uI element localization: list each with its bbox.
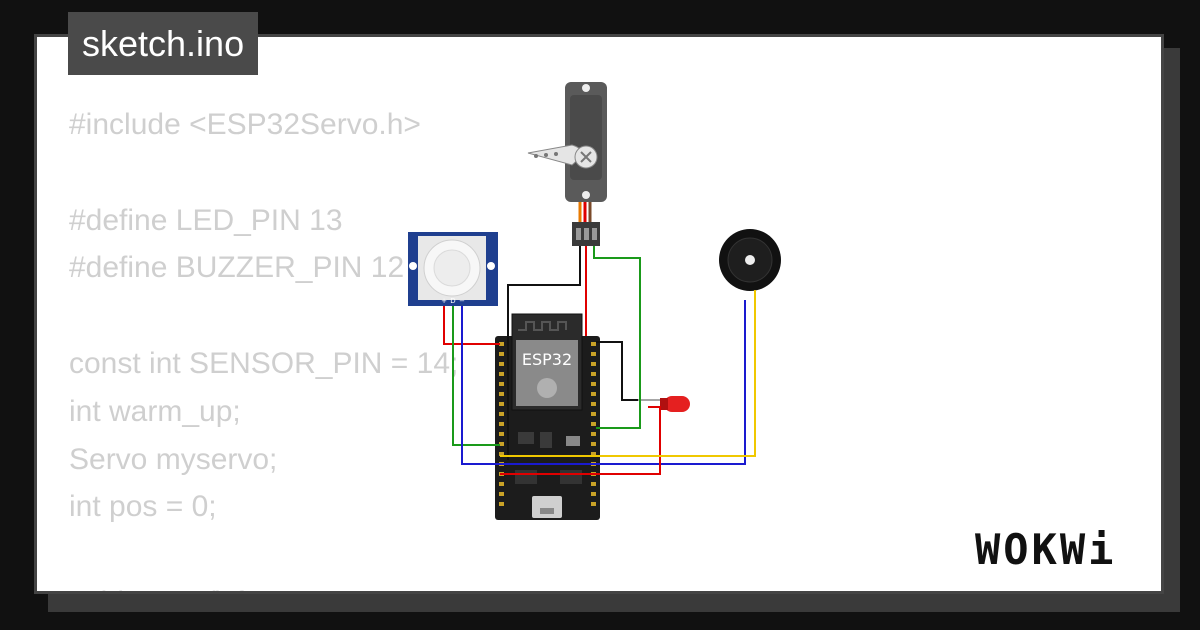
- code-line: #define LED_PIN 13: [69, 203, 343, 237]
- code-line: #define BUZZER_PIN 12: [69, 251, 405, 285]
- wokwi-logo: WOKWi: [975, 525, 1117, 574]
- code-line: Servo myservo;: [69, 442, 278, 476]
- led-icon[interactable]: [638, 396, 690, 412]
- buzzer-icon[interactable]: [719, 229, 781, 291]
- pir-sensor-icon[interactable]: + D −: [408, 232, 498, 306]
- code-line: void setup() {: [69, 586, 244, 591]
- servo-icon[interactable]: [527, 82, 607, 246]
- pir-pin-label-d: D: [450, 297, 455, 305]
- pir-pin-label-minus: −: [459, 297, 465, 305]
- esp32-board-icon[interactable]: ESP32: [495, 313, 600, 520]
- usb-port-icon: [532, 496, 562, 518]
- code-line: int warm_up;: [69, 394, 241, 428]
- board-label: ESP32: [522, 350, 572, 369]
- pir-pin-label-plus: +: [441, 297, 447, 305]
- filename-tab[interactable]: sketch.ino: [68, 12, 259, 75]
- code-line: const int SENSOR_PIN = 14;: [69, 346, 459, 380]
- wifi-antenna-icon: [518, 321, 567, 331]
- code-line: #include <ESP32Servo.h>: [69, 108, 421, 141]
- code-preview: #include <ESP32Servo.h> #define LED_PIN …: [69, 101, 459, 591]
- espressif-logo-icon: [537, 378, 557, 398]
- code-line: int pos = 0;: [69, 490, 217, 524]
- wires: [443, 246, 756, 475]
